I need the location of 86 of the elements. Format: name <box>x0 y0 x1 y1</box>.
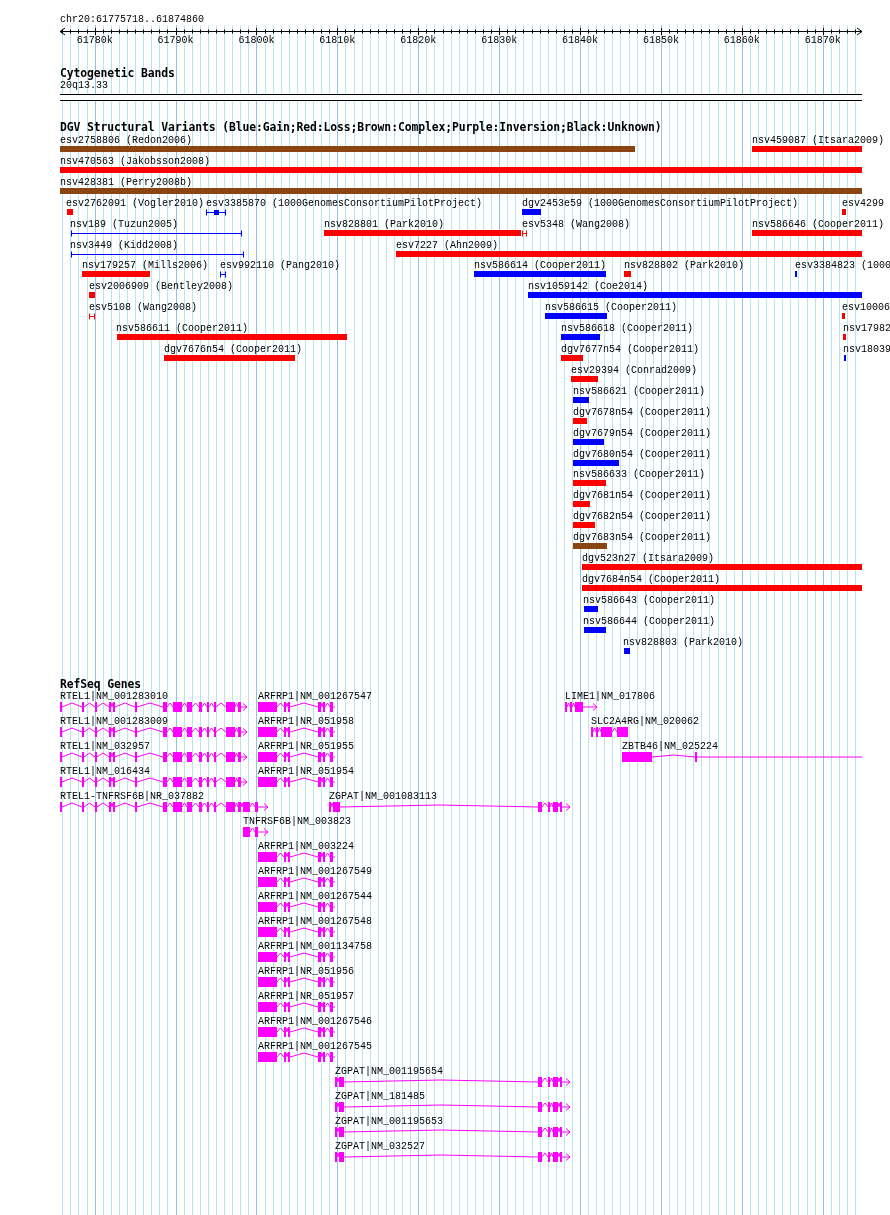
variant-label: nsv18039 <box>843 344 890 355</box>
variant-label: nsv3449 (Kidd2008) <box>70 240 179 251</box>
variant-label: dgv7680n54 (Cooper2011) <box>573 449 712 460</box>
gene-label: ARFRP1|NM_001267547 <box>258 691 373 702</box>
gene-label: SLC2A4RG|NM_020062 <box>591 716 700 727</box>
variant-label: dgv7681n54 (Cooper2011) <box>573 490 712 501</box>
variant-label: esv2762091 (Vogler2010) <box>66 198 205 209</box>
tick-label: 61810k <box>319 35 356 46</box>
variant-label: esv2758806 (Redon2006) <box>60 135 193 146</box>
gene-label: ARFRP1|NM_001267545 <box>258 1041 373 1052</box>
gene-label: ARFRP1|NM_001267549 <box>258 866 373 877</box>
tick-label: 61840k <box>562 35 599 46</box>
gene-label: ARFRP1|NM_001267544 <box>258 891 373 902</box>
tick-label: 61870k <box>804 35 841 46</box>
variant-label: dgv2453e59 (1000GenomesConsortiumPilotProject) <box>522 198 799 209</box>
gene-label: RTEL1-TNFRSF6B|NR_037882 <box>60 791 205 802</box>
gene-label: ARFRP1|NM_001267546 <box>258 1016 373 1027</box>
gene-label: ZGPAT|NM_001083113 <box>329 791 438 802</box>
variant-label: dgv7684n54 (Cooper2011) <box>582 574 721 585</box>
variant-label: dgv7676n54 (Cooper2011) <box>164 344 303 355</box>
locus-label: chr20:61775718..61874860 <box>60 14 205 25</box>
variant-label: esv3385870 (1000GenomesConsortiumPilotProject) <box>206 198 483 209</box>
tick-label: 61850k <box>642 35 679 46</box>
gene-label: RTEL1|NM_032957 <box>60 741 150 752</box>
gene-label: ZGPAT|NM_001195653 <box>335 1116 444 1127</box>
variant-label: esv2006909 (Bentley2008) <box>89 281 234 292</box>
track-title: RefSeq Genes <box>60 679 142 690</box>
variant-label: dgv7677n54 (Cooper2011) <box>561 344 700 355</box>
variant-label: nsv179257 (Mills2006) <box>82 260 209 271</box>
variant-label: nsv428381 (Perry2008b) <box>60 177 193 188</box>
variant-label: dgv523n27 (Itsara2009) <box>582 553 715 564</box>
variant-label: esv992110 (Pang2010) <box>220 260 341 271</box>
variant-label: nsv586621 (Cooper2011) <box>573 386 706 397</box>
gene-label: ZGPAT|NM_181485 <box>335 1091 425 1102</box>
variant-label: nsv586644 (Cooper2011) <box>583 616 716 627</box>
gene-label: RTEL1|NM_016434 <box>60 766 150 777</box>
track-title: Cytogenetic Bands <box>60 68 175 79</box>
variant-label: dgv7683n54 (Cooper2011) <box>573 532 712 543</box>
variant-label: nsv586615 (Cooper2011) <box>545 302 678 313</box>
variant-label: nsv586614 (Cooper2011) <box>474 260 607 271</box>
track-title: DGV Structural Variants (Blue:Gain;Red:Loss;Brown:Complex;Purple:Inversion;Black:Unknown) <box>60 122 662 133</box>
variant-label: nsv17982 <box>843 323 890 334</box>
tick-label: 61820k <box>400 35 437 46</box>
tick-label: 61800k <box>238 35 275 46</box>
variant-label: dgv7682n54 (Cooper2011) <box>573 511 712 522</box>
variant-label: esv7227 (Ahn2009) <box>396 240 499 251</box>
gene-label: ARFRP1|NR_051958 <box>258 716 354 727</box>
gene-label: ZGPAT|NM_032527 <box>335 1141 425 1152</box>
gene-label: ARFRP1|NR_051957 <box>258 991 354 1002</box>
tick-label: 61830k <box>481 35 518 46</box>
variant-label: nsv586618 (Cooper2011) <box>561 323 694 334</box>
gene-label: ZGPAT|NM_001195654 <box>335 1066 444 1077</box>
gene-label: RTEL1|NM_001283010 <box>60 691 169 702</box>
gene-label: ARFRP1|NR_051954 <box>258 766 354 777</box>
variant-label: esv5108 (Wang2008) <box>89 302 198 313</box>
gene-label: TNFRSF6B|NM_003823 <box>243 816 352 827</box>
variant-label: esv5348 (Wang2008) <box>522 219 631 230</box>
tick-label: 61790k <box>157 35 194 46</box>
gene-label: ARFRP1|NR_051955 <box>258 741 354 752</box>
variant-label: esv3384823 (1000 <box>795 260 890 271</box>
variant-label: nsv586611 (Cooper2011) <box>116 323 249 334</box>
band-label: 20q13.33 <box>60 80 108 91</box>
variant-label: esv10006 <box>842 302 890 313</box>
variant-label: nsv828802 (Park2010) <box>624 260 745 271</box>
variant-label: esv4299 <box>842 198 884 209</box>
tick-label: 61860k <box>723 35 760 46</box>
gene-label: ARFRP1|NR_051956 <box>258 966 354 977</box>
variant-label: nsv828801 (Park2010) <box>324 219 445 230</box>
variant-label: nsv189 (Tuzun2005) <box>70 219 179 230</box>
gene-label: ARFRP1|NM_001134758 <box>258 941 373 952</box>
variant-label: nsv586646 (Cooper2011) <box>752 219 885 230</box>
gene-label: ARFRP1|NM_001267548 <box>258 916 373 927</box>
variant-label: nsv470563 (Jakobsson2008) <box>60 156 211 167</box>
tick-label: 61780k <box>76 35 113 46</box>
variant-label: nsv1059142 (Coe2014) <box>528 281 649 292</box>
variant-label: dgv7679n54 (Cooper2011) <box>573 428 712 439</box>
gene-label: ZBTB46|NM_025224 <box>622 741 718 752</box>
variant-label: nsv586643 (Cooper2011) <box>583 595 716 606</box>
variant-label: esv29394 (Conrad2009) <box>571 365 698 376</box>
gene-label: LIME1|NM_017806 <box>565 691 655 702</box>
variant-label: nsv459087 (Itsara2009) <box>752 135 885 146</box>
variant-label: nsv828803 (Park2010) <box>623 637 744 648</box>
gene-label: RTEL1|NM_001283009 <box>60 716 169 727</box>
variant-label: dgv7678n54 (Cooper2011) <box>573 407 712 418</box>
gene-label: ARFRP1|NM_003224 <box>258 841 354 852</box>
variant-label: nsv586633 (Cooper2011) <box>573 469 706 480</box>
